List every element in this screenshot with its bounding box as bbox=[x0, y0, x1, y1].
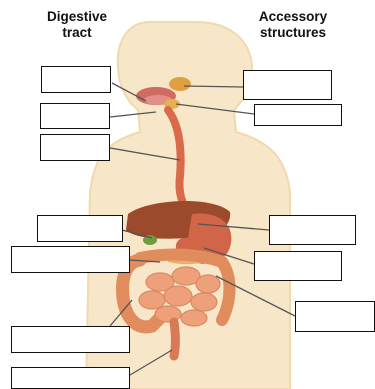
parotid-gland bbox=[169, 77, 191, 91]
accessory-label-box-5[interactable] bbox=[295, 301, 375, 332]
tract-label-box-5[interactable] bbox=[11, 246, 130, 273]
tract-label-box-4[interactable] bbox=[37, 215, 123, 242]
tract-label-box-1[interactable] bbox=[41, 66, 111, 93]
accessory-label-box-1[interactable] bbox=[243, 70, 332, 100]
tract-label-box-6[interactable] bbox=[11, 326, 130, 353]
tract-label-box-2[interactable] bbox=[40, 103, 110, 129]
accessory-label-box-3[interactable] bbox=[269, 215, 356, 245]
tract-label-box-3[interactable] bbox=[40, 134, 110, 161]
tract-label-box-7[interactable] bbox=[11, 367, 130, 389]
accessory-label-box-2[interactable] bbox=[254, 104, 342, 126]
rectum bbox=[174, 322, 176, 356]
accessory-label-box-4[interactable] bbox=[254, 251, 342, 281]
